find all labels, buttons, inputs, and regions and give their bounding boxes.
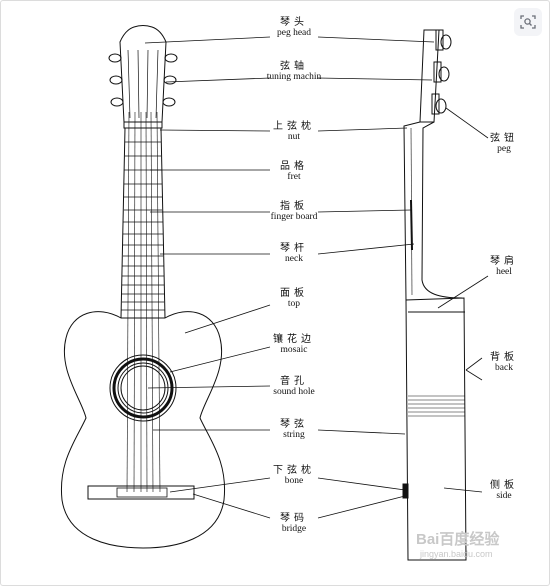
front-mosaic [109, 354, 177, 422]
image-search-button[interactable] [514, 8, 542, 36]
watermark: Bai百度经验 jingyan.baidu.com [416, 528, 546, 559]
side-guitar [317, 29, 489, 561]
front-pointer-lines [144, 36, 271, 519]
side-pegs [431, 29, 452, 115]
front-neck [120, 127, 166, 319]
front-strings [126, 111, 161, 493]
side-body [405, 297, 467, 561]
watermark-logo: Bai百度经验 [416, 531, 500, 548]
image-search-icon [520, 15, 536, 29]
front-nut [123, 121, 163, 129]
front-tuning-pegs [108, 53, 178, 107]
front-bone [116, 487, 168, 498]
side-pointer-lines [317, 36, 489, 519]
watermark-url: jingyan.baidu.com [420, 549, 493, 559]
side-neck [403, 121, 463, 301]
front-peg-head [119, 25, 167, 123]
front-guitar [60, 25, 271, 549]
front-frets [121, 141, 165, 311]
side-bridge [402, 483, 409, 499]
front-body [60, 311, 226, 549]
